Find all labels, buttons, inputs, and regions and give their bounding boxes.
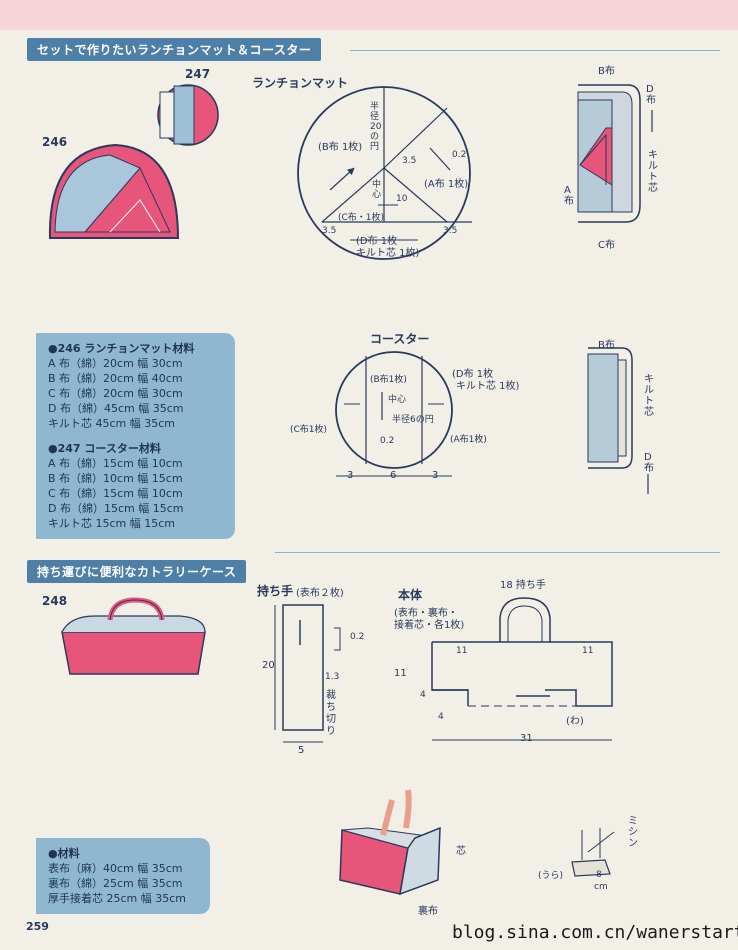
- coaster-dim-3a: 3: [347, 470, 354, 481]
- item-number-248: 248: [42, 594, 68, 608]
- materials-248-line: 裏布（綿）25cm 幅 35cm: [48, 877, 183, 890]
- handle-cut-label: 裁ち切り: [326, 690, 336, 737]
- side1-quilt-label: キルト芯: [648, 150, 658, 194]
- case-construction: [339, 789, 441, 896]
- seam-cm-label: cm: [594, 882, 608, 892]
- coaster-dim-3b: 3: [432, 470, 439, 481]
- lunchmat-c-label: (C布・1枚): [338, 213, 385, 223]
- side-section-lunchmat: [577, 84, 653, 223]
- lunchmat-pattern: [297, 86, 472, 260]
- handle-dim-5: 5: [298, 745, 305, 756]
- lunchmat-center: 中心: [372, 180, 382, 200]
- seam-machine-label: ミシン: [628, 816, 638, 849]
- side2-d-label: D布: [644, 452, 654, 474]
- handle-dim-20: 20: [262, 660, 275, 671]
- cutlery-case-illustration: [61, 597, 206, 675]
- side1-d-label: D布: [646, 84, 656, 106]
- coaster-dim-02: 0.2: [380, 436, 395, 446]
- watermark-text: blog.sina.com.cn/wanerstart: [452, 922, 738, 943]
- page-number: 259: [26, 920, 49, 933]
- materials-248-heading: ●材料: [48, 847, 80, 860]
- body-handle-label: 18 持ち手: [500, 580, 546, 591]
- handle-pattern: [274, 604, 341, 743]
- materials-247-line: C 布（綿）15cm 幅 10cm: [48, 487, 183, 500]
- coaster-b-label: (B布1枚): [370, 375, 407, 385]
- coaster-quilt-label: キルト芯 1枚): [456, 381, 520, 392]
- materials-247-line: D 布（綿）15cm 幅 15cm: [48, 502, 184, 515]
- lunchmat-dim-35c: 3.5: [443, 226, 458, 236]
- body-sub2: 接着芯・各1枚): [394, 620, 465, 631]
- lunchmat-title: ランチョンマット: [252, 76, 349, 90]
- lunchmat-dim-35a: 3.5: [322, 226, 337, 236]
- body-dim-11c: 11: [394, 668, 407, 679]
- coaster-title: コースター: [370, 332, 430, 346]
- handle-dim-13: 1.3: [325, 672, 340, 682]
- coaster-d-label: (D布 1枚: [452, 369, 494, 380]
- materials-248-line: 厚手接着芯 25cm 幅 35cm: [48, 892, 187, 905]
- materials-246-line: B 布（綿）20cm 幅 40cm: [48, 372, 183, 385]
- body-dim-4b: 4: [438, 712, 444, 722]
- materials-247-line: キルト芯 15cm 幅 15cm: [48, 517, 176, 530]
- item-number-247: 247: [185, 67, 211, 81]
- coaster-radius-label: 半径6の円: [392, 415, 434, 425]
- materials-246-line: A 布（綿）20cm 幅 30cm: [48, 357, 183, 370]
- section-divider: [350, 50, 720, 51]
- materials-246-heading: ●246 ランチョンマット材料: [48, 342, 195, 355]
- lunchmat-quilt-label: キルト芯 1枚): [356, 248, 420, 259]
- body-dim-31: 31: [520, 733, 533, 744]
- body-dim-11b: 11: [582, 646, 594, 656]
- section-divider: [275, 552, 720, 553]
- case-lining-label: 裏布: [418, 906, 438, 917]
- handle-title: 持ち手: [257, 584, 294, 598]
- side1-c-label: C布: [598, 240, 615, 251]
- coaster-pattern: [335, 351, 453, 477]
- coaster-center: 中心: [388, 395, 407, 405]
- lunchmat-dim-35b: 3.5: [402, 156, 417, 166]
- seam-detail: [571, 828, 615, 877]
- side-section-coaster: [587, 347, 649, 494]
- materials-panel-2: ●材料 表布（麻）40cm 幅 35cm 裏布（綿）25cm 幅 35cm 厚手…: [36, 838, 210, 914]
- materials-247-heading: ●247 コースター材料: [48, 442, 161, 455]
- body-dim-4a: 4: [420, 690, 426, 700]
- materials-247-line: A 布（綿）15cm 幅 10cm: [48, 457, 183, 470]
- side1-b-label: B布: [598, 66, 615, 77]
- materials-247-line: B 布（綿）10cm 幅 15cm: [48, 472, 183, 485]
- lunchmat-a-label: (A布 1枚): [424, 179, 469, 190]
- body-dim-11a: 11: [456, 646, 468, 656]
- case-core-label: 芯: [456, 846, 466, 857]
- lunchmat-d-label: (D布 1枚: [356, 236, 398, 247]
- lunchmat-dim-10: 10: [396, 194, 408, 204]
- seam-ura-label: (うら): [538, 871, 564, 881]
- section-title-lunchmat: セットで作りたいランチョンマット＆コースター: [27, 38, 322, 61]
- top-color-band: [0, 0, 738, 30]
- coaster-illustration: [157, 84, 219, 146]
- materials-246-line: C 布（綿）20cm 幅 30cm: [48, 387, 183, 400]
- body-fold-label: (わ): [566, 716, 584, 727]
- lunchmat-radius-label: 半径20の円: [370, 102, 382, 152]
- materials-panel-1: ●246 ランチョンマット材料 A 布（綿）20cm 幅 30cm B 布（綿）…: [36, 333, 235, 539]
- body-pattern: [431, 597, 613, 741]
- body-title: 本体: [398, 588, 423, 602]
- side2-b-label: B布: [598, 340, 615, 351]
- side2-quilt-label: キルト芯: [644, 374, 654, 418]
- handle-dim-02: 0.2: [350, 632, 365, 642]
- handle-sub: (表布２枚): [296, 588, 344, 599]
- coaster-a-label: (A布1枚): [450, 435, 487, 445]
- lunchmat-dim-02: 0.2: [452, 150, 467, 160]
- section-title-cutlery: 持ち運びに便利なカトラリーケース: [27, 560, 247, 583]
- seam-dim-8: 8: [596, 870, 602, 880]
- lunchmat-illustration: [48, 143, 180, 239]
- body-sub1: (表布・裏布・: [394, 608, 458, 619]
- side1-a-label: A布: [564, 185, 574, 207]
- lunchmat-b-label: (B布 1枚): [318, 142, 363, 153]
- materials-246-line: D 布（綿）45cm 幅 35cm: [48, 402, 184, 415]
- coaster-dim-6: 6: [390, 470, 397, 481]
- materials-248-line: 表布（麻）40cm 幅 35cm: [48, 862, 183, 875]
- coaster-c-label: (C布1枚): [290, 425, 328, 435]
- materials-246-line: キルト芯 45cm 幅 35cm: [48, 417, 176, 430]
- item-number-246: 246: [42, 135, 68, 149]
